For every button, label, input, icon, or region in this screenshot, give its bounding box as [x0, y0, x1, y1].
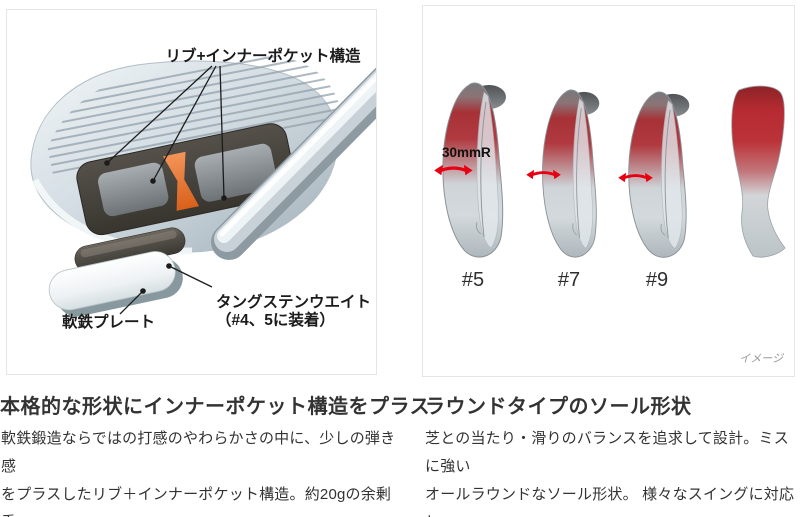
inner-pocket-body: 軟鉄鍛造ならではの打感のやわらかさの中に、少しの弾き感 をプラスしたリブ＋インナ… [1, 430, 396, 517]
sole-shape-body: 芝との当たり・滑りのバランスを追求して設計。ミスに強い オールラウンドなソール形… [425, 430, 795, 517]
iron-cutaway-illustration: リブ+インナーポケット構造 タングステンウエイト （#4、5に装着） 軟鉄プレー… [30, 44, 376, 331]
sole-shape-figure: 30mmR #5 #7 #9 イメージ [422, 5, 795, 377]
rib-orange-part [163, 151, 200, 211]
inner-pocket-figure: リブ+インナーポケット構造 タングステンウエイト （#4、5に装着） 軟鉄プレー… [6, 9, 377, 375]
image-disclaimer-caption: イメージ [739, 353, 783, 365]
radius-label: 30mmR [442, 145, 491, 160]
radius-arrow-7 [526, 169, 561, 180]
soft-iron-plate-part [48, 251, 183, 317]
iron-5-illustration [442, 82, 506, 258]
club-head-cutaway [30, 44, 376, 260]
iron-9-label: #9 [646, 269, 668, 291]
sole-shape-heading: ラウンドタイプのソール形状 [425, 396, 692, 418]
tungsten-weight-note: （#4、5に装着） [216, 310, 335, 329]
soft-iron-plate-label: 軟鉄プレート [62, 312, 155, 331]
iron-7-illustration [542, 89, 600, 258]
radius-arrow-5 [434, 164, 473, 176]
radius-arrow-9 [618, 172, 653, 183]
shaft-hosel [211, 67, 376, 260]
blade-profile-illustration [731, 85, 786, 258]
pocket-structure-label: リブ+インナーポケット構造 [165, 46, 361, 65]
iron-5-label: #5 [462, 269, 484, 291]
iron-7-label: #7 [558, 269, 580, 291]
inner-pocket-heading: 本格的な形状にインナーポケット構造をプラス [0, 396, 431, 418]
tungsten-weight-label: タングステンウエイト [216, 292, 371, 311]
inner-pocket-cavity [76, 123, 297, 236]
sole-comparison-illustration: 30mmR #5 #7 #9 [434, 82, 786, 291]
callout-lines [104, 65, 227, 315]
iron-9-illustration [628, 91, 690, 258]
face-grooves-icon [38, 44, 346, 174]
